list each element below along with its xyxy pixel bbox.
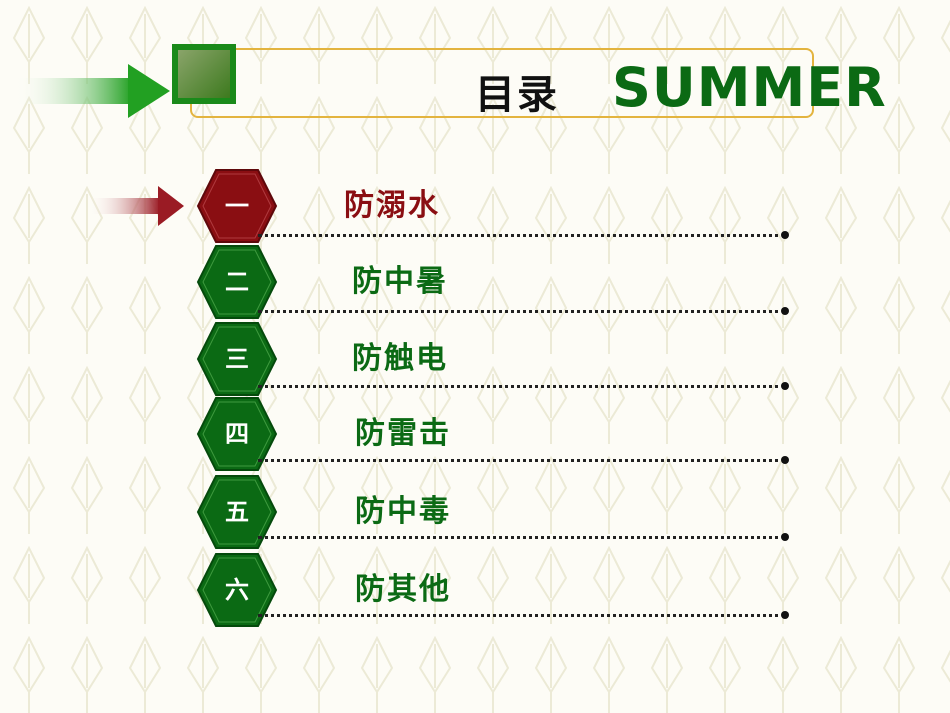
item-number: 二	[225, 267, 249, 296]
leader-dots	[258, 459, 786, 462]
hexagon-badge-icon	[196, 397, 278, 471]
leader-dots	[258, 385, 786, 388]
item-number: 一	[225, 191, 249, 220]
hexagon-badge-icon	[196, 553, 278, 627]
hexagon-badge-icon	[196, 169, 278, 243]
hexagon-badge-icon	[196, 245, 278, 319]
toc-item-4[interactable]: 四 防雷击	[0, 396, 950, 474]
leader-dots	[258, 614, 786, 617]
item-label[interactable]: 防溺水	[344, 188, 440, 223]
leader-dots	[258, 310, 786, 313]
leader-dot-end	[781, 231, 789, 239]
leader-dots	[258, 536, 786, 539]
leader-dot-end	[781, 533, 789, 541]
item-number: 六	[225, 575, 249, 604]
toc-item-5[interactable]: 五 防中毒	[0, 474, 950, 552]
item-label[interactable]: 防雷击	[355, 416, 451, 451]
toc-item-6[interactable]: 六 防其他	[0, 552, 950, 630]
hexagon-badge-icon	[196, 322, 278, 396]
page-title-cn: 目录	[475, 72, 559, 118]
hexagon-badge-icon	[196, 475, 278, 549]
item-label[interactable]: 防中毒	[355, 494, 451, 529]
page-title-en: SUMMER	[612, 56, 887, 119]
toc-item-2[interactable]: 二 防中暑	[0, 244, 950, 322]
toc-item-1[interactable]: 一 防溺水	[0, 168, 950, 246]
leader-dot-end	[781, 456, 789, 464]
item-label[interactable]: 防触电	[352, 341, 448, 376]
leader-dot-end	[781, 611, 789, 619]
leader-dots	[258, 234, 786, 237]
leader-dot-end	[781, 382, 789, 390]
item-number: 三	[225, 344, 249, 373]
leader-dot-end	[781, 307, 789, 315]
item-number: 五	[225, 497, 249, 526]
item-label[interactable]: 防中暑	[352, 264, 448, 299]
title-square-icon	[172, 44, 236, 104]
item-label[interactable]: 防其他	[355, 572, 451, 607]
title-arrow-icon	[14, 64, 170, 118]
item-number: 四	[225, 419, 249, 448]
toc-item-3[interactable]: 三 防触电	[0, 321, 950, 399]
active-arrow-icon	[88, 186, 184, 226]
